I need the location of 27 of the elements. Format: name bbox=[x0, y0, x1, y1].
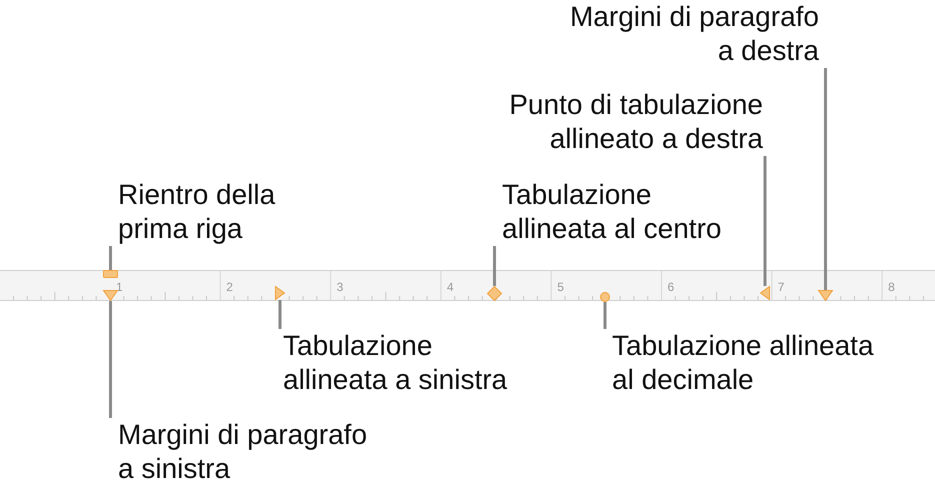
leader-line bbox=[109, 301, 112, 418]
leader-line bbox=[824, 68, 827, 290]
callout-text: Punto di tabulazione allineato a destra bbox=[509, 88, 763, 156]
leader-line bbox=[278, 300, 282, 329]
ruler-number: 5 bbox=[557, 281, 564, 293]
ruler-number: 3 bbox=[336, 281, 344, 293]
triangle-marker-icon bbox=[760, 286, 770, 300]
callout-text: Margini di paragrafo a sinistra bbox=[118, 418, 368, 486]
ruler-number: 4 bbox=[446, 281, 454, 293]
callout-text: Tabulazione allineata al centro bbox=[502, 178, 722, 246]
ruler-number: 7 bbox=[778, 281, 784, 293]
leader-line bbox=[493, 246, 496, 286]
diamond-marker-icon bbox=[487, 286, 502, 301]
rectangle-marker-icon bbox=[103, 270, 118, 278]
triangle-marker-icon bbox=[103, 290, 118, 301]
leader-line bbox=[764, 156, 766, 286]
callout-text: Rientro della prima riga bbox=[118, 178, 276, 246]
leader-line bbox=[109, 246, 112, 270]
callout-text: Tabulazione allineata a sinistra bbox=[283, 329, 508, 397]
ruler-number: 8 bbox=[888, 281, 895, 293]
ruler-number: 2 bbox=[226, 281, 233, 293]
triangle-marker-icon bbox=[275, 286, 285, 300]
callout-text: Margini di paragrafo a destra bbox=[570, 0, 819, 68]
leader-line bbox=[604, 302, 606, 329]
ruler-number: 6 bbox=[668, 281, 674, 293]
callout-text: Tabulazione allineata al decimale bbox=[612, 329, 874, 397]
triangle-marker-icon bbox=[818, 290, 833, 301]
